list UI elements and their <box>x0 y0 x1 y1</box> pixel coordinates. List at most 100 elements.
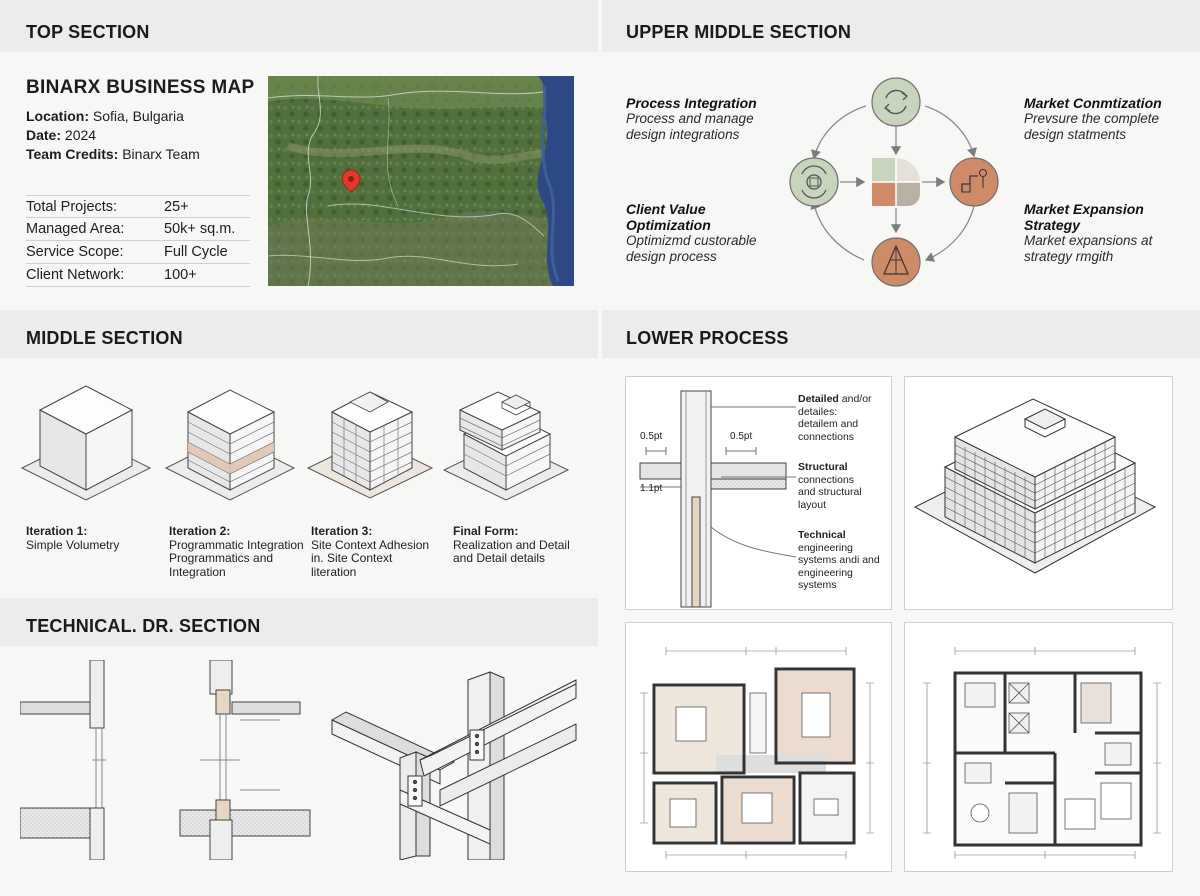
market-conmtization-label: Market Conmtization Prevsure the complet… <box>1024 95 1162 143</box>
detail-note-line: and structural <box>798 486 862 498</box>
stat-label: Client Network: <box>26 267 125 283</box>
stat-label: Service Scope: <box>26 244 124 260</box>
process-item-desc: strategy rmgith <box>1024 249 1114 264</box>
stat-value: 50k+ sq.m. <box>164 221 236 237</box>
satellite-map[interactable] <box>268 76 574 286</box>
middle-section-title: MIDDLE SECTION <box>26 328 183 348</box>
process-item-title: Optimization <box>626 217 711 233</box>
technical-drawings <box>20 660 577 860</box>
process-item-desc: design statments <box>1024 127 1127 142</box>
technical-section-header: TECHNICAL. DR. SECTION <box>0 598 598 646</box>
wall-section-detail-b <box>179 660 311 860</box>
team-line: Team Credits: Binarx Team <box>26 145 200 164</box>
process-item-desc: Prevsure the complete <box>1024 111 1160 126</box>
lower-process-header: LOWER PROCESS <box>602 310 1200 358</box>
floor-plan-card-1[interactable] <box>625 622 892 872</box>
axonometric-building-card[interactable] <box>904 376 1173 610</box>
process-item-desc: Process and manage <box>626 111 754 126</box>
iteration-desc: Site Context Adhesion <box>311 537 430 552</box>
center-quadrant-icon <box>872 158 920 206</box>
building-axonometric-drawing <box>913 398 1157 574</box>
stat-row: Client Network: 100+ <box>26 264 250 287</box>
detail-note-line: engineering <box>798 541 853 554</box>
detail-note-line: layout <box>798 498 827 511</box>
process-item-desc: Market expansions at <box>1024 233 1153 248</box>
iteration-1-volume <box>20 385 152 501</box>
iteration-title: Iteration 2: <box>169 524 231 538</box>
process-item-desc: Optimizmd custorable <box>626 233 757 248</box>
detail-note-line: detailes: <box>798 405 838 418</box>
gear-cycle-icon <box>789 157 839 207</box>
team-label: Team Credits: <box>26 146 119 162</box>
detail-note-line: engineering <box>798 566 853 579</box>
iteration-title: Iteration 3: <box>311 524 373 538</box>
detail-note: Structural connections and structural la… <box>798 461 890 511</box>
upper-middle-section-header: UPPER MIDDLE SECTION <box>602 0 1200 52</box>
team-value: Binarx Team <box>122 146 200 162</box>
floor-plan-drawing <box>923 647 1161 859</box>
iteration-title: Iteration 1: <box>26 524 88 538</box>
detail-drawing-card[interactable]: 0.5pt 0.5pt 1.1pt Detailed and/or detail… <box>625 376 892 610</box>
process-integration-label: Process Integration Process and manage d… <box>626 95 757 143</box>
technical-section-title: TECHNICAL. DR. SECTION <box>26 616 261 636</box>
detail-note-line: connections <box>798 430 855 443</box>
detail-note-line: systems <box>798 579 837 591</box>
dimension-label: 0.5pt <box>640 431 663 442</box>
steel-joint-detail <box>330 671 577 860</box>
process-cycle-diagram <box>789 77 999 287</box>
date-line: Date: 2024 <box>26 126 96 145</box>
iteration-title: Final Form: <box>453 524 519 538</box>
iteration-desc: Integration <box>169 564 226 579</box>
market-expansion-label: Market Expansion Strategy Market expansi… <box>1024 201 1152 265</box>
stat-row: Managed Area: 50k+ sq.m. <box>26 218 250 241</box>
business-map-title: BINARX BUSINESS MAP <box>26 77 255 98</box>
final-form-volume <box>442 391 570 501</box>
iteration-2-volume <box>164 389 296 501</box>
stat-value: Full Cycle <box>164 244 228 260</box>
process-item-desc: design integrations <box>626 127 740 142</box>
stat-value: 100+ <box>164 267 197 283</box>
top-section-title: TOP SECTION <box>26 22 150 42</box>
stat-value: 25+ <box>164 199 189 215</box>
cycle-node-icon <box>871 77 921 127</box>
iteration-label: Iteration 1: Simple Volumetry <box>26 524 166 552</box>
location-line: Location: Sofia, Bulgaria <box>26 107 184 126</box>
triangle-strategy-icon <box>871 237 921 287</box>
top-section-header: TOP SECTION <box>0 0 598 52</box>
detail-note-title: Detailed <box>798 393 839 405</box>
iteration-desc: in. Site Context <box>311 551 393 565</box>
dimension-label: 1.1pt <box>640 483 663 494</box>
iteration-3-volume <box>306 391 434 499</box>
date-label: Date: <box>26 127 62 143</box>
growth-steps-icon <box>949 157 999 207</box>
detail-note-title: Technical <box>798 529 846 541</box>
process-item-title: Market Conmtization <box>1024 95 1162 111</box>
detail-note: Technical engineering systems andi and e… <box>798 529 890 592</box>
process-item-title: Client Value <box>626 201 706 217</box>
iteration-desc: Simple Volumetry <box>26 537 120 552</box>
location-label: Location: <box>26 108 89 124</box>
detail-note-title: Structural <box>798 461 848 473</box>
iteration-desc: Programmatics and <box>169 551 274 565</box>
stat-label: Managed Area: <box>26 221 125 237</box>
iteration-desc: literation <box>311 564 357 579</box>
wall-junction-drawing <box>639 390 797 608</box>
iteration-volumes-illustration <box>20 385 570 501</box>
dimension-label: 0.5pt <box>730 431 753 442</box>
lower-process-title: LOWER PROCESS <box>626 328 789 348</box>
process-item-title: Process Integration <box>626 95 757 111</box>
location-value: Sofia, Bulgaria <box>92 108 184 124</box>
date-value: 2024 <box>64 127 97 143</box>
location-pin-icon[interactable] <box>341 169 361 193</box>
iteration-label: Final Form: Realization and Detail and D… <box>453 524 593 566</box>
detail-note-line: connections <box>798 473 855 486</box>
floor-plan-card-2[interactable] <box>904 622 1173 872</box>
iteration-desc: Programmatic Integration <box>169 537 304 552</box>
middle-section-header: MIDDLE SECTION <box>0 310 598 358</box>
client-value-label: Client Value Optimization Optimizmd cust… <box>626 201 757 265</box>
stat-row: Service Scope: Full Cycle <box>26 241 250 264</box>
stat-label: Total Projects: <box>26 199 118 215</box>
detail-note: Detailed and/or detailes: detailem and c… <box>798 393 890 443</box>
iteration-desc: Realization and Detail <box>453 537 570 552</box>
process-item-desc: design process <box>626 249 717 264</box>
